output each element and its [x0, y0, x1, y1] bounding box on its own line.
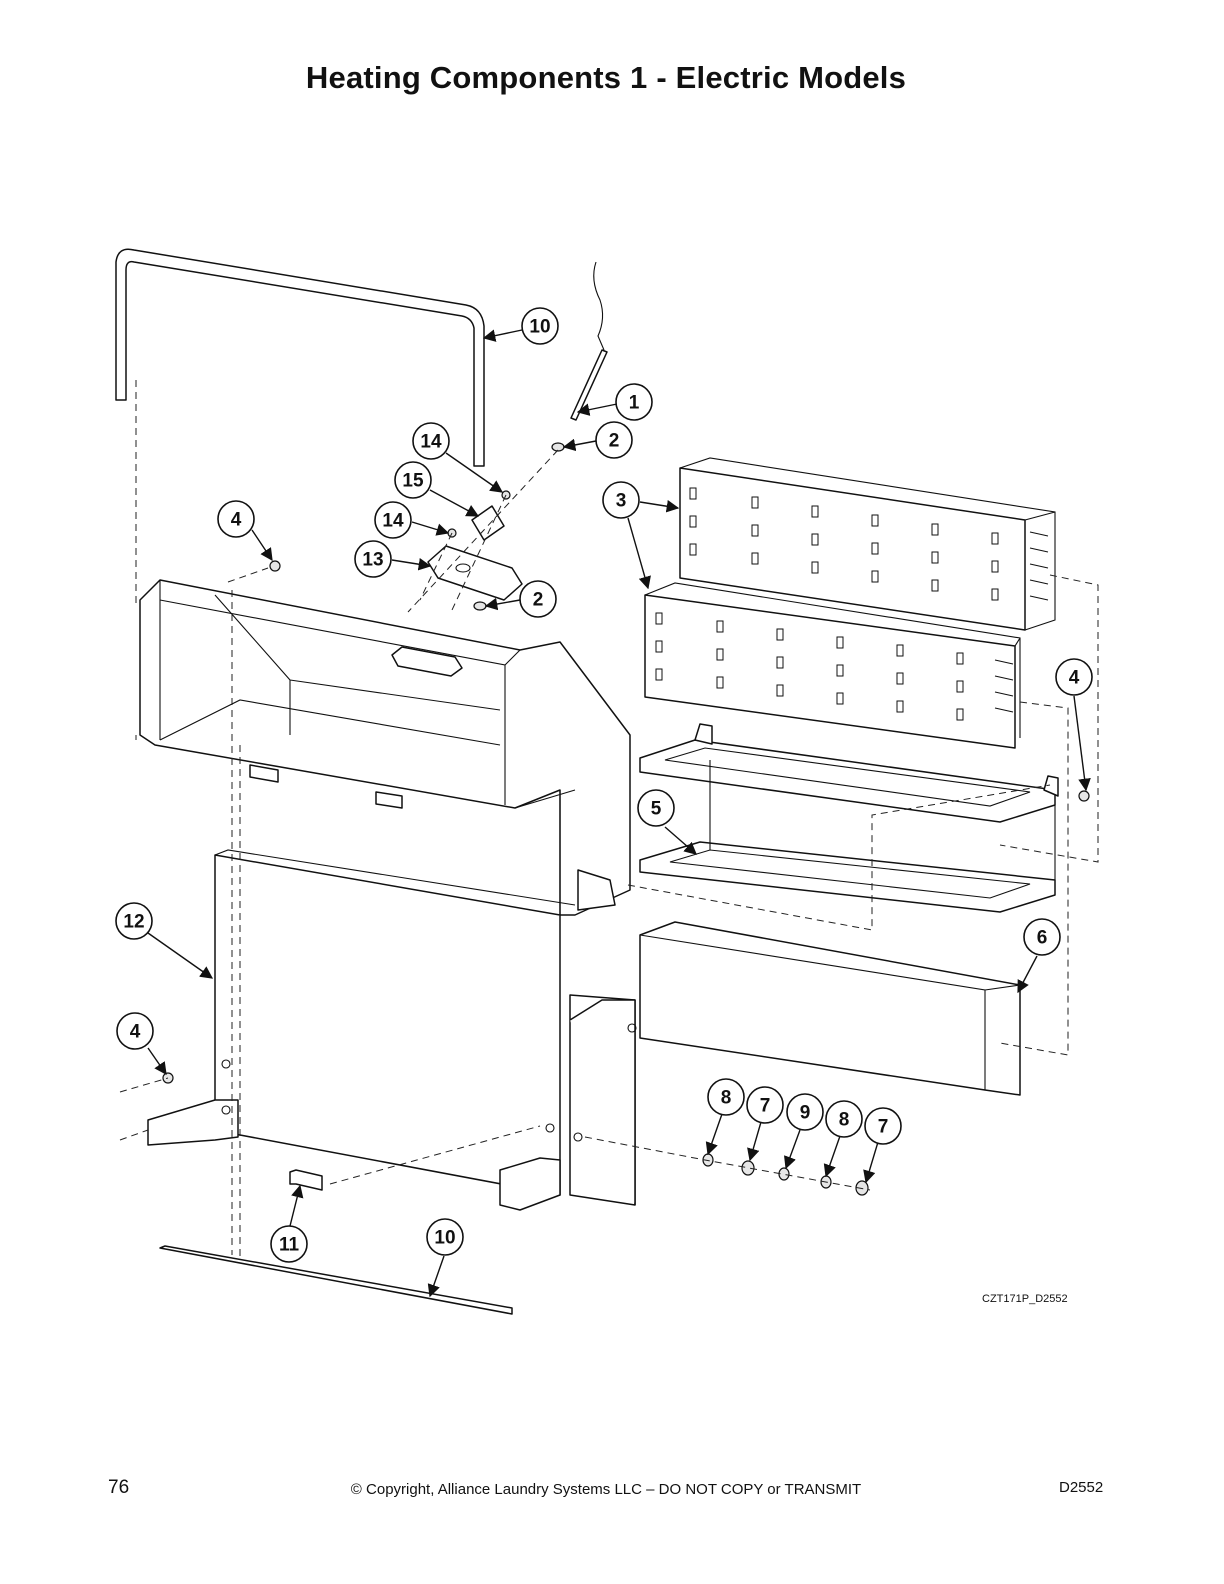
thermostat-bracket-parts: [269, 490, 523, 611]
callout-label: 13: [362, 550, 383, 571]
callout-6: 6: [1023, 918, 1061, 956]
cover-box-part: [639, 921, 1021, 1096]
callout-2-lower: 2: [519, 580, 557, 618]
callout-label: 6: [1037, 928, 1048, 949]
callout-4-lower: 4: [116, 1012, 154, 1050]
hardware-fasteners: [162, 790, 1090, 1196]
callout-label: 12: [123, 912, 144, 933]
callout-label: 3: [616, 491, 627, 512]
callout-12: 12: [115, 902, 153, 940]
callout-10-bottom: 10: [426, 1218, 464, 1256]
callout-label: 1: [629, 393, 640, 414]
callout-4-right: 4: [1055, 658, 1093, 696]
callout-9: 9: [786, 1093, 824, 1131]
copyright-notice: © Copyright, Alliance Laundry Systems LL…: [350, 1481, 862, 1498]
callout-13: 13: [354, 540, 392, 578]
callout-label: 14: [382, 511, 404, 532]
callout-3: 3: [602, 481, 640, 519]
callout-10-top: 10: [521, 307, 559, 345]
callout-label: 10: [434, 1228, 455, 1249]
callout-label: 14: [420, 432, 442, 453]
callout-14-upper: 14: [412, 422, 450, 460]
callout-label: 9: [800, 1103, 811, 1124]
callout-label: 4: [1069, 668, 1080, 689]
element-frame-part: [639, 723, 1059, 913]
callout-label: 8: [839, 1110, 850, 1131]
callout-label: 2: [609, 431, 620, 452]
callout-8-first: 8: [707, 1078, 745, 1116]
document-code: D2552: [1059, 1479, 1104, 1496]
callout-label: 10: [529, 317, 550, 338]
callout-label: 8: [721, 1088, 732, 1109]
leader-lines: [147, 329, 1091, 1298]
callout-5: 5: [637, 789, 675, 827]
sensor-probe-part: [551, 261, 608, 452]
callout-label: 15: [402, 471, 424, 492]
callout-label: 11: [279, 1235, 300, 1256]
alignment-lines: [119, 380, 1099, 1260]
drawing-code: CZT171P_D2552: [982, 1293, 1068, 1305]
page-number: 76: [108, 1477, 130, 1498]
callout-label: 7: [878, 1117, 889, 1138]
callout-label: 7: [760, 1096, 771, 1117]
heating-element-racks: [644, 457, 1056, 749]
callout-7-second: 7: [864, 1107, 902, 1145]
callout-4-upper: 4: [217, 500, 255, 538]
callout-2-upper: 2: [595, 421, 633, 459]
bolt-and-strip-parts: [159, 1169, 513, 1315]
callout-1: 1: [615, 383, 653, 421]
callout-7-first: 7: [746, 1086, 784, 1124]
page-title: Heating Components 1 - Electric Models: [305, 60, 907, 95]
rod-top-part: [115, 248, 485, 467]
callout-15: 15: [394, 461, 432, 499]
callout-label: 4: [130, 1022, 141, 1043]
callout-label: 2: [533, 590, 544, 611]
callout-14-lower: 14: [374, 501, 412, 539]
callout-label: 4: [231, 510, 242, 531]
callout-11: 11: [270, 1225, 308, 1263]
callout-label: 5: [651, 799, 662, 820]
heater-housing-part: [139, 579, 631, 916]
callout-8-second: 8: [825, 1100, 863, 1138]
